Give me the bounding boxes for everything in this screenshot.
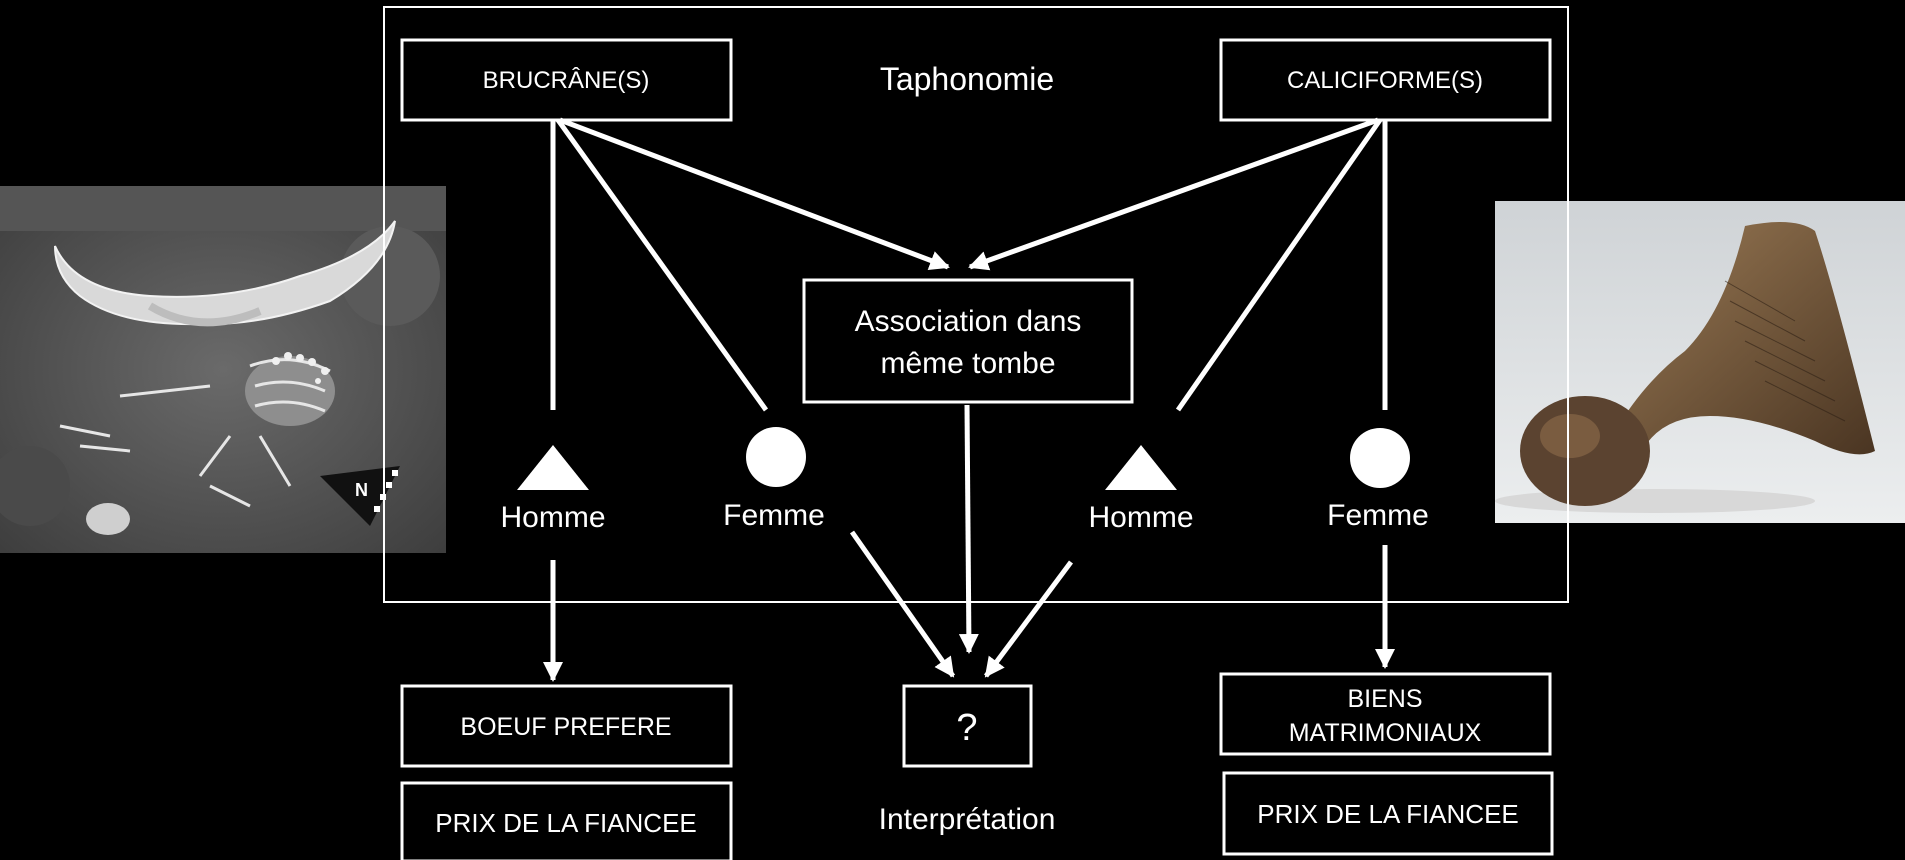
- interpretation-label: Interprétation: [879, 803, 1056, 836]
- femme-left-circle-icon: [746, 427, 806, 487]
- question-box: ?: [902, 684, 1033, 768]
- prix-right-box: PRIX DE LA FIANCEE: [1222, 771, 1554, 856]
- brucrane-association-arrow: [559, 117, 950, 270]
- association-question-arrow: [958, 404, 979, 654]
- caliciforme-homme-line: [1175, 118, 1383, 412]
- taphonomie-label: Taphonomie: [880, 61, 1054, 97]
- homme-question-arrow: [983, 560, 1074, 678]
- association-line2: même tombe: [880, 347, 1055, 380]
- biens-line2: MATRIMONIAUX: [1289, 719, 1482, 747]
- femme-right-circle-icon: [1350, 428, 1410, 488]
- femme-left-label: Femme: [723, 499, 825, 532]
- biens-line1: BIENS: [1347, 685, 1422, 713]
- femme-question-arrow: [849, 530, 956, 678]
- caliciform-vessel-photo: [1495, 201, 1905, 523]
- homme-right-triangle-icon: [1105, 445, 1177, 490]
- caliciforme-label: CALICIFORME(S): [1287, 67, 1483, 94]
- burial-excavation-photo: N: [0, 186, 446, 553]
- brucrane-box: BRUCRÂNE(S): [400, 38, 733, 122]
- brucrane-femme-line: [555, 118, 769, 412]
- prix-left-label: PRIX DE LA FIANCEE: [435, 808, 697, 838]
- homme-left-triangle-icon: [517, 445, 589, 490]
- homme-left-label: Homme: [500, 501, 605, 534]
- question-label: ?: [956, 707, 977, 749]
- north-scale-letter: N: [355, 480, 368, 500]
- homme-right-label: Homme: [1088, 501, 1193, 534]
- caliciforme-association-arrow: [968, 117, 1379, 271]
- prix-right-label: PRIX DE LA FIANCEE: [1257, 799, 1519, 829]
- biens-box: BIENS MATRIMONIAUX: [1219, 672, 1552, 756]
- brucrane-label: BRUCRÂNE(S): [483, 67, 650, 94]
- boeuf-box: BOEUF PREFERE: [400, 684, 733, 768]
- prix-left-box: PRIX DE LA FIANCEE: [400, 781, 733, 860]
- boeuf-label: BOEUF PREFERE: [460, 713, 671, 741]
- association-line1: Association dans: [855, 305, 1082, 338]
- association-box: Association dans même tombe: [802, 278, 1134, 404]
- caliciforme-box: CALICIFORME(S): [1219, 38, 1552, 122]
- femme-right-label: Femme: [1327, 499, 1429, 532]
- taphonomy-frame: [383, 6, 1569, 603]
